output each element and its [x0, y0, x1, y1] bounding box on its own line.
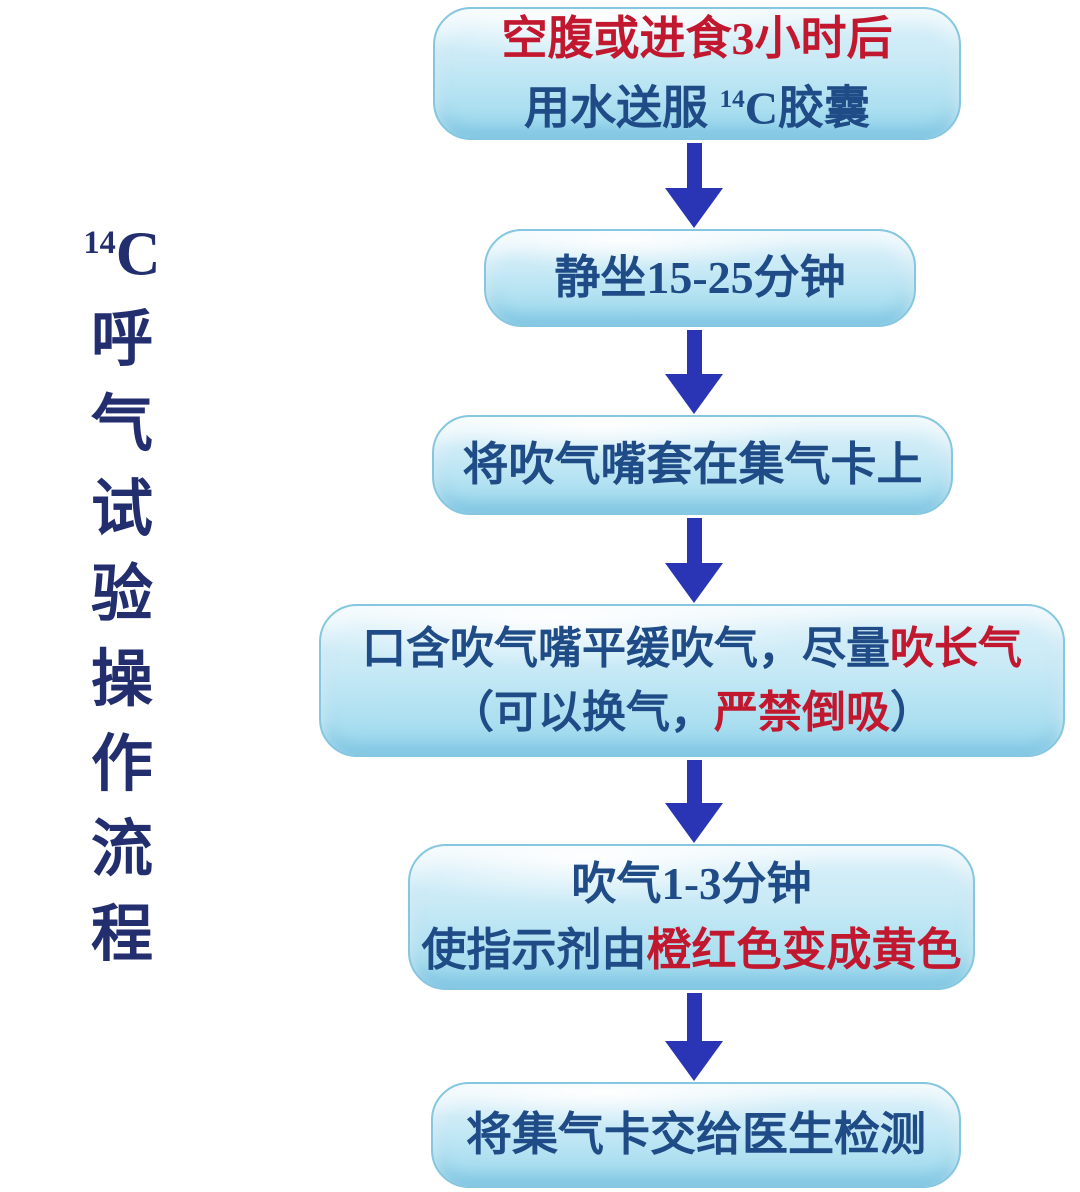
title-char: 呼: [90, 305, 153, 374]
step1-isotope-sup: 14: [719, 84, 745, 113]
step-box-sit-and-wait: 静坐15-25分钟: [484, 229, 916, 327]
step1-line2: 用水送服 14C胶囊: [524, 69, 870, 138]
step1-line2-post: C胶囊: [744, 82, 871, 134]
arrow-shaft: [686, 518, 702, 563]
arrow-down-icon: [665, 993, 723, 1081]
step-box-blow-duration: 吹气1-3分钟 使指示剂由橙红色变成黄色: [408, 844, 975, 990]
arrow-head: [665, 803, 723, 843]
arrow-shaft: [686, 760, 702, 803]
arrow-shaft: [686, 143, 702, 188]
vertical-title: 14C 呼 气 试 验 操 作 流 程: [62, 200, 182, 978]
step1-line1-text: 空腹或进食3小时后: [501, 12, 893, 64]
title-char: 流: [90, 815, 153, 884]
arrow-head: [665, 563, 723, 603]
step2-line1: 静坐15-25分钟: [554, 248, 845, 308]
step4-line1-red: 吹长气: [890, 623, 1022, 673]
step6-line1: 将集气卡交给医生检测: [466, 1105, 926, 1165]
step-box-take-capsule: 空腹或进食3小时后 用水送服 14C胶囊: [433, 7, 961, 140]
step4-line1-navy: 口含吹气嘴平缓吹气，尽量: [362, 623, 890, 673]
step-box-submit-card: 将集气卡交给医生检测: [431, 1082, 961, 1188]
title-char: 试: [90, 475, 153, 544]
step4-line2: （可以换气，严禁倒吸）: [450, 681, 934, 745]
step3-line1-text: 将吹气嘴套在集气卡上: [462, 439, 923, 490]
step5-line2-navy: 使指示剂由: [421, 925, 647, 975]
arrow-head: [665, 374, 723, 414]
arrow-head: [665, 188, 723, 228]
step5-line1-text: 吹气1-3分钟: [571, 859, 812, 909]
arrow-shaft: [686, 993, 702, 1041]
arrow-down-icon: [665, 760, 723, 843]
step4-line2-post: ）: [890, 687, 934, 737]
step4-line2-red: 严禁倒吸: [714, 687, 890, 737]
step5-line2: 使指示剂由橙红色变成黄色: [421, 917, 961, 983]
step2-line1-text: 静坐15-25分钟: [554, 252, 846, 303]
title-char: 程: [90, 900, 153, 969]
arrow-down-icon: [665, 518, 723, 603]
step1-line2-pre: 用水送服: [523, 82, 720, 134]
arrow-down-icon: [665, 330, 723, 414]
title-char: 操: [90, 645, 153, 714]
step4-line2-pre: （可以换气，: [450, 687, 714, 737]
step3-line1: 将吹气嘴套在集气卡上: [463, 435, 923, 495]
step1-line1: 空腹或进食3小时后: [502, 9, 893, 69]
step6-line1-text: 将集气卡交给医生检测: [466, 1109, 926, 1160]
step-box-attach-mouthpiece: 将吹气嘴套在集气卡上: [432, 415, 953, 515]
title-char: 验: [90, 560, 153, 629]
step5-line2-red: 橙红色变成黄色: [646, 925, 962, 975]
step5-line1: 吹气1-3分钟: [572, 851, 812, 917]
step4-line1: 口含吹气嘴平缓吹气，尽量吹长气: [362, 617, 1022, 681]
arrow-head: [665, 1041, 723, 1081]
arrow-down-icon: [665, 143, 723, 228]
title-isotope: 14C: [83, 220, 161, 289]
step-box-blow-gently: 口含吹气嘴平缓吹气，尽量吹长气 （可以换气，严禁倒吸）: [319, 604, 1065, 757]
arrow-shaft: [686, 330, 702, 374]
title-char: 气: [90, 390, 153, 459]
title-char: 作: [90, 730, 153, 799]
